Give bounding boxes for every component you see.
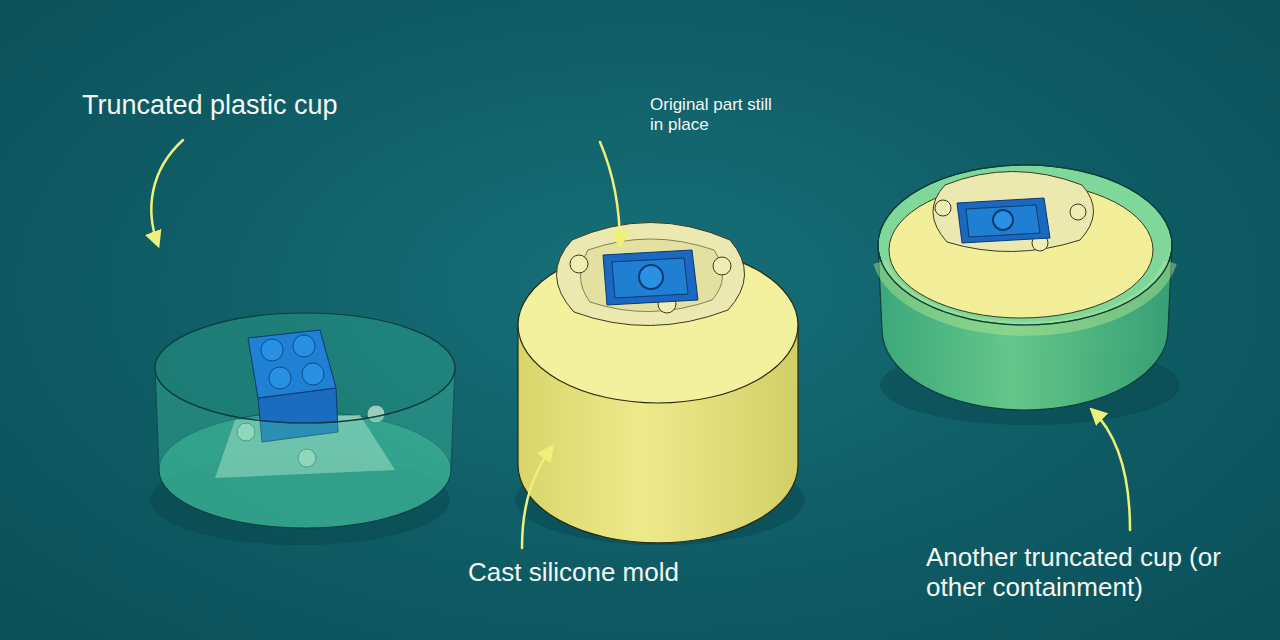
alignment-key bbox=[1070, 204, 1086, 220]
cup-rim bbox=[155, 313, 455, 423]
part-underside bbox=[603, 250, 698, 305]
contained-mold bbox=[878, 165, 1172, 410]
part-tube bbox=[993, 210, 1013, 230]
cup-front-wall bbox=[878, 245, 1172, 410]
callout-label: Original part still in place bbox=[650, 95, 780, 134]
mold-cavity bbox=[933, 172, 1094, 252]
part-inner bbox=[966, 205, 1040, 237]
callout-label: Cast silicone mold bbox=[468, 558, 679, 588]
brick-stud bbox=[293, 335, 315, 357]
leader-arrows bbox=[151, 140, 1130, 548]
mold-edge-through-cup bbox=[880, 262, 1170, 329]
silicone-mold bbox=[518, 223, 798, 543]
part-tube bbox=[639, 265, 663, 289]
alignment-key bbox=[713, 257, 731, 275]
brick-stud bbox=[269, 367, 291, 389]
leader-arrow bbox=[600, 142, 620, 246]
part-underside bbox=[957, 198, 1050, 243]
callout-label: Another truncated cup (or other containm… bbox=[926, 543, 1231, 603]
brick-stud bbox=[261, 339, 283, 361]
plastic-cup-with-part bbox=[155, 313, 455, 528]
leader-arrow bbox=[151, 140, 183, 245]
leader-arrow bbox=[522, 447, 552, 548]
alignment-key bbox=[935, 200, 951, 216]
cup-front-wall bbox=[155, 368, 455, 528]
cavity-wall bbox=[580, 239, 722, 312]
alignment-key bbox=[570, 255, 588, 273]
leader-arrow bbox=[1092, 410, 1130, 530]
cup-rim bbox=[878, 165, 1172, 325]
callout-label: Truncated plastic cup bbox=[82, 90, 338, 121]
part-inner bbox=[612, 258, 688, 298]
mold-cavity bbox=[556, 223, 744, 326]
brick-top bbox=[248, 330, 336, 398]
brick-stud bbox=[302, 363, 324, 385]
